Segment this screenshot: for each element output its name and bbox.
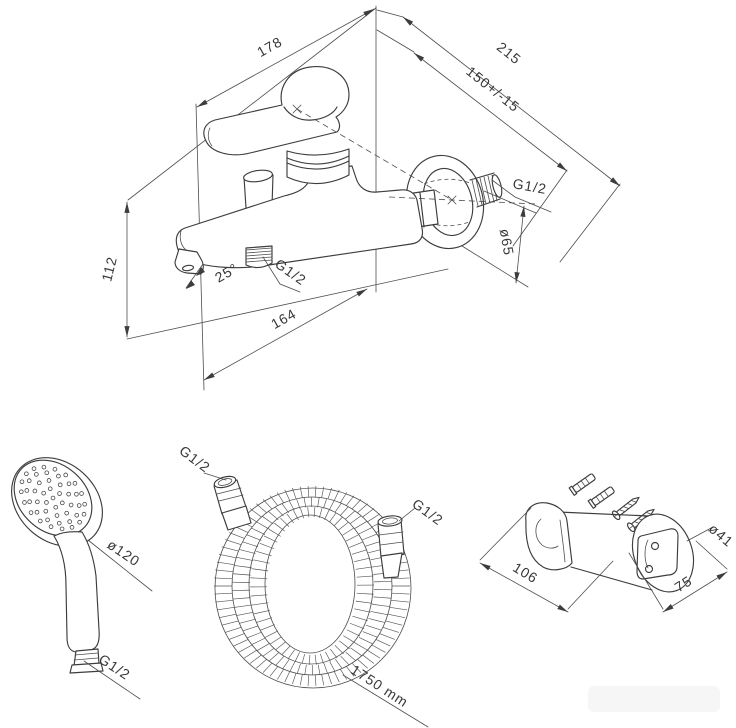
lever-handle [203, 66, 350, 156]
hose-connector-left [213, 475, 252, 531]
shower-connector-thread [69, 648, 104, 674]
dim-wall-thread: G1/2 [512, 175, 549, 197]
dim-hose-length: 1750 mm [348, 661, 412, 710]
dim-width-top: 178 [254, 33, 285, 60]
dim-flange-diameter: ø65 [497, 227, 517, 256]
dim-width-bottom: 164 [268, 305, 299, 332]
dim-height: 112 [98, 255, 120, 283]
shower-handle [53, 531, 100, 653]
dim-depth-total: 215 [494, 39, 525, 68]
screw [611, 496, 640, 521]
dim-hose-thread-right: G1/2 [409, 495, 446, 528]
dim-head-diameter: ø120 [104, 536, 143, 569]
hose-connector-right [377, 515, 405, 579]
mixer-body [174, 165, 424, 275]
watermark [588, 686, 720, 712]
dim-hose-thread-left: G1/2 [176, 442, 213, 475]
hose-drawing: G1/2 G1/2 1750 mm [176, 442, 447, 728]
spray-nozzles [18, 464, 88, 532]
bracket-dimensions: ø41 106 75 [479, 507, 736, 613]
dim-bracket-hole: ø41 [706, 520, 736, 550]
dim-depth-wall: 150+/-15 [463, 63, 523, 115]
dim-bracket-depth: 75 [672, 572, 695, 595]
dim-handshower-thread: G1/2 [96, 651, 134, 683]
bottom-outlet-thread [245, 245, 273, 269]
bracket-drawing: ø41 106 75 [479, 473, 736, 613]
cartridge-body [286, 148, 350, 185]
hand-shower-drawing: ø120 G1/2 [11, 457, 153, 700]
wall-plug [568, 473, 596, 496]
bracket-cradle [525, 502, 573, 571]
wall-plug [587, 486, 615, 509]
mixer-drawing: 178 215 150+/-15 G1/2 ø65 112 25° G1/2 1… [98, 5, 621, 391]
